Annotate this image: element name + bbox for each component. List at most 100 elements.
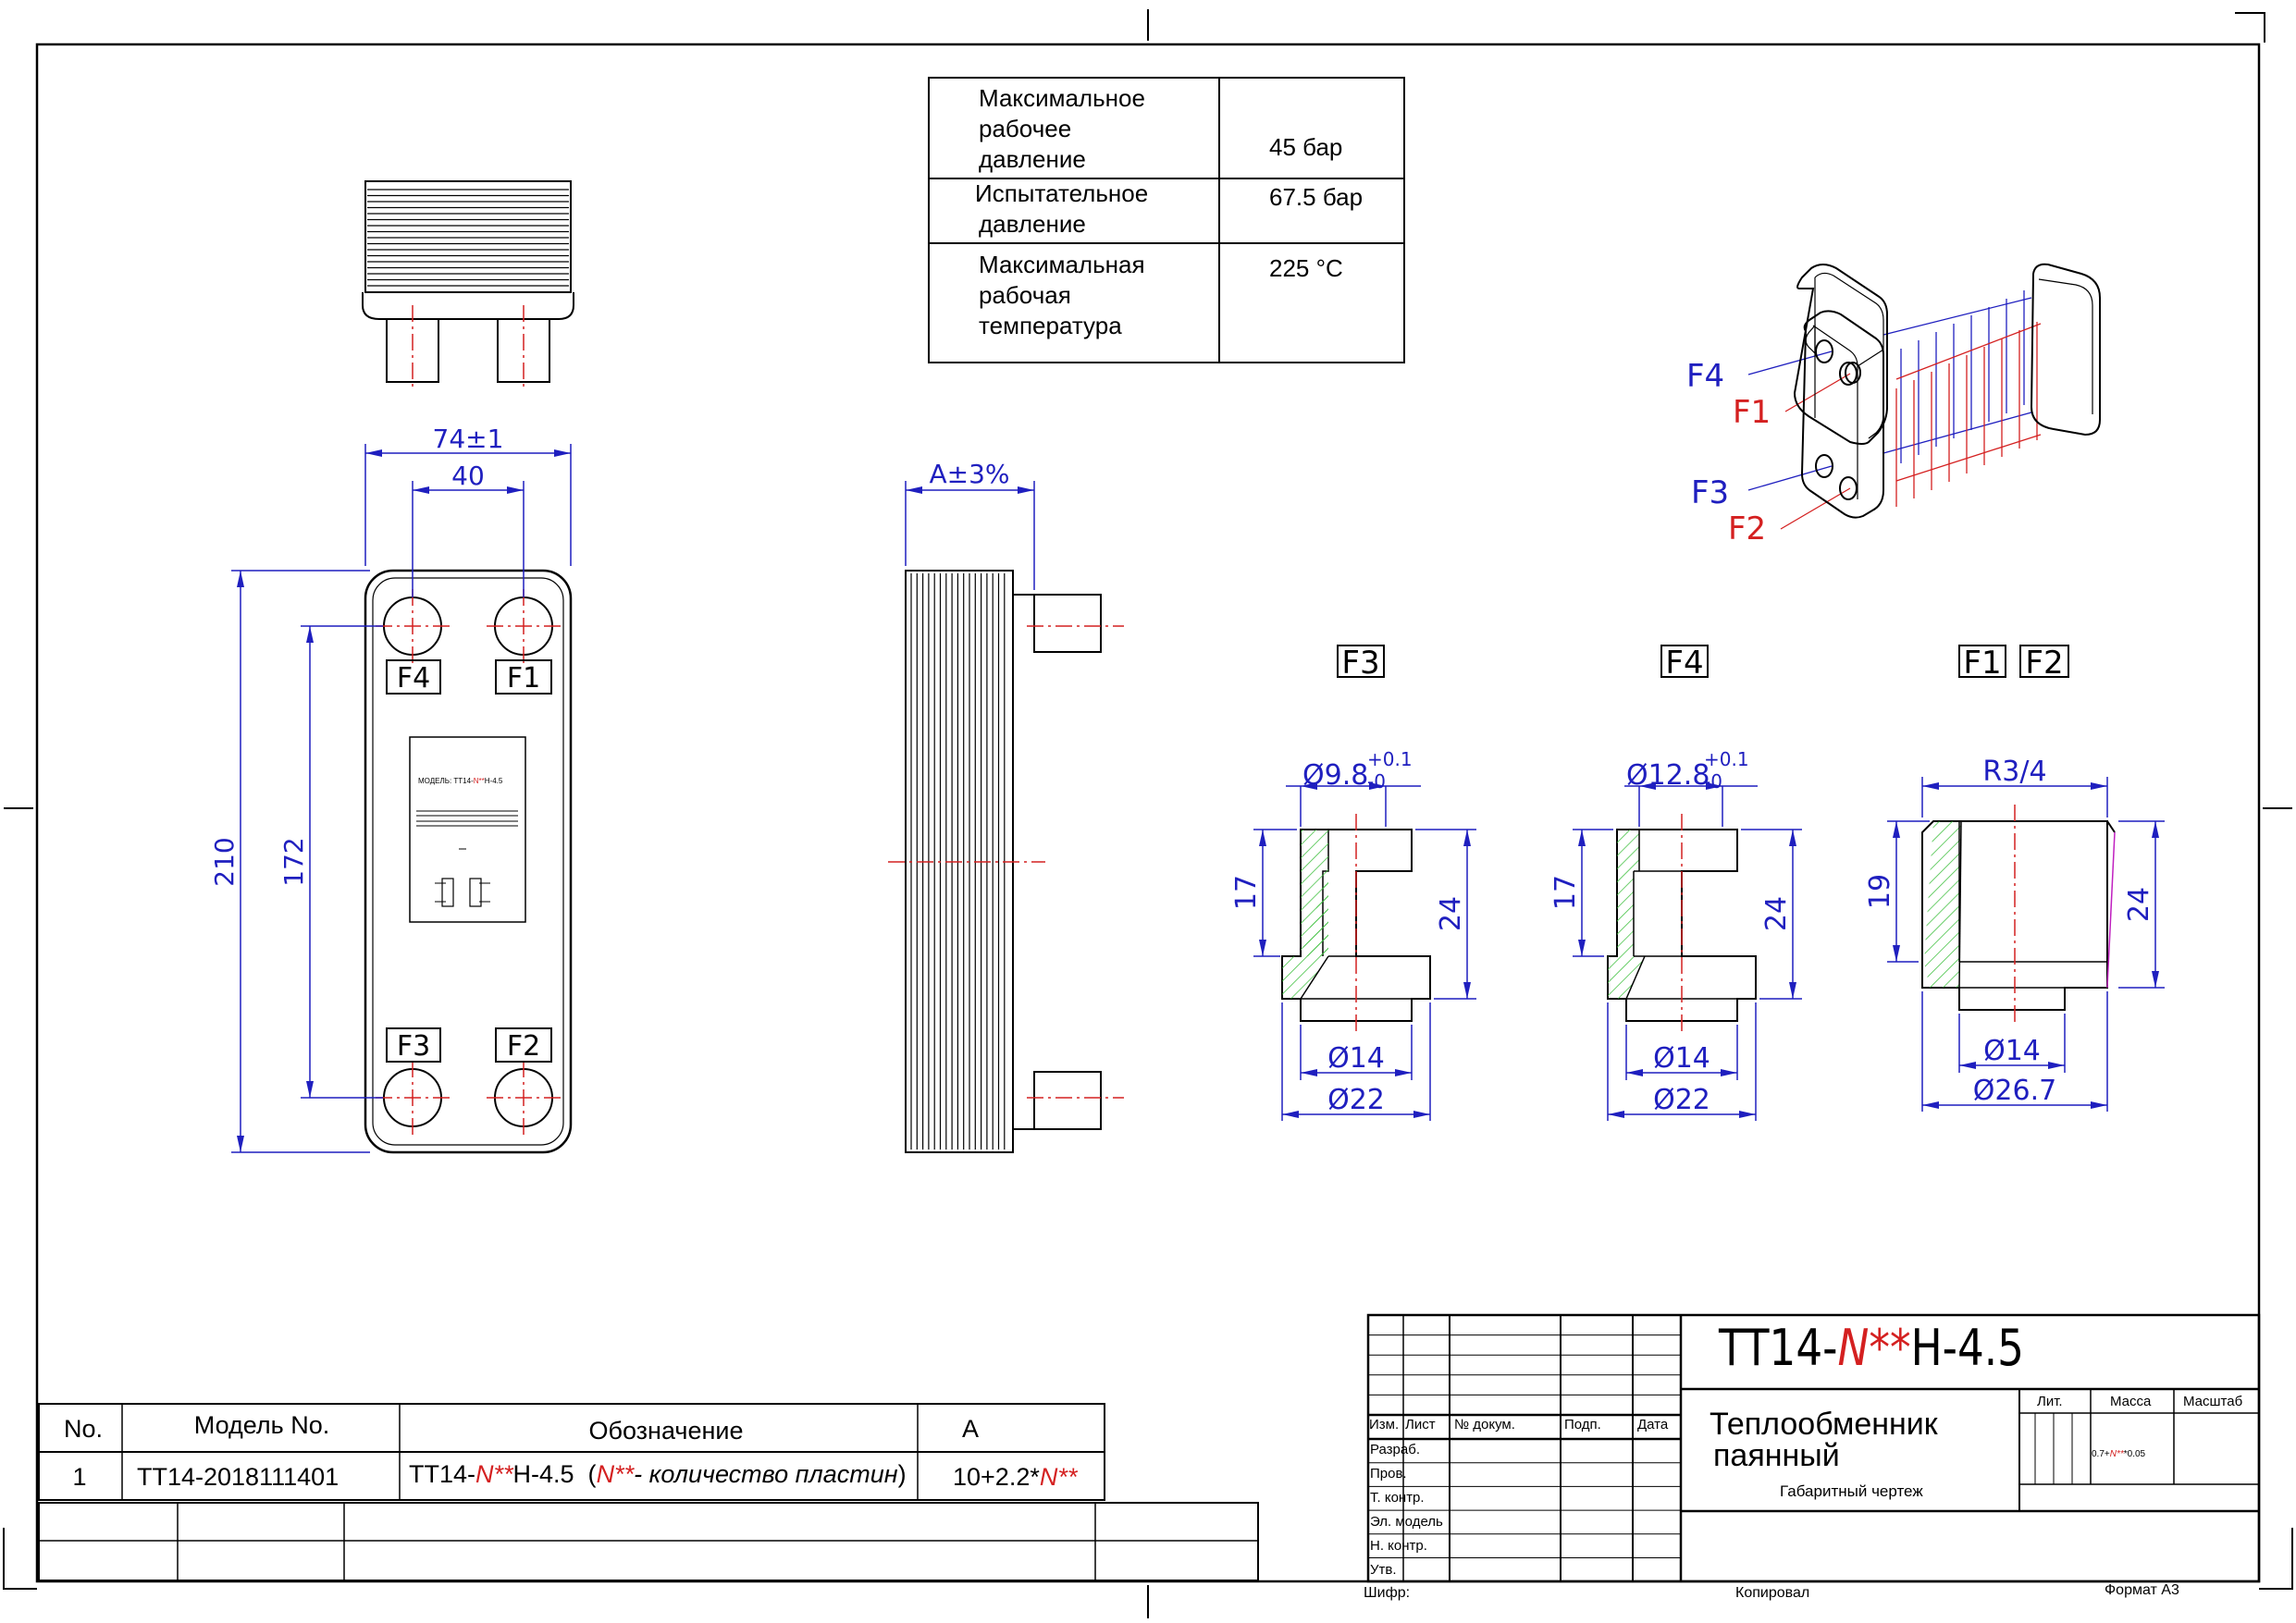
row-tkontr: Т. контр. (1370, 1490, 1425, 1506)
iso-plate-lines (1747, 290, 2042, 530)
designation-close: ) (898, 1460, 907, 1488)
spec-label-line: рабочая (979, 281, 1071, 309)
iso-blue-edge (1882, 412, 2032, 454)
conn-tag-f3: F3 (1341, 645, 1379, 682)
parts-header-model: Модель No. (194, 1411, 329, 1439)
dim-port-height: 172 (278, 837, 309, 886)
designation-n: N** (475, 1460, 514, 1488)
iso-red-edge (1895, 434, 2042, 482)
iso-label-f1: F1 (1733, 394, 1771, 431)
format-label: Формат А3 (2105, 1582, 2179, 1598)
mass-value-n: N** (2110, 1449, 2125, 1459)
title-designation-n: N** (1837, 1319, 1910, 1377)
conn-f4-tol-plus: +0.1 (1704, 748, 1749, 770)
iso-red-edge (1895, 323, 2042, 380)
parts-table: No. Модель No. Обозначение A 1 TT14-2018… (38, 1403, 1259, 1581)
iso-label-f2: F2 (1728, 510, 1766, 547)
parts-cell-no: 1 (72, 1463, 86, 1491)
spec-label-line: Испытательное (975, 179, 1148, 207)
spec-label-line: давление (979, 210, 1086, 238)
title-block-grid (1368, 1334, 1681, 1558)
spec-label-line: Максимальное (979, 84, 1145, 112)
sheet-frame (3, 9, 2293, 1618)
iso-red-lead (1780, 487, 1851, 530)
col-list: Лист (1405, 1417, 1436, 1432)
svg-text:МОДЕЛЬ: TT14-N**H-4.5: МОДЕЛЬ: TT14-N**H-4.5 (418, 777, 503, 785)
title-name-line1: Теплообменник (1710, 1407, 1939, 1442)
cipher-label: Шифр: (1364, 1585, 1410, 1601)
port-label-f3: F3 (397, 1030, 430, 1063)
conn-f4-h-right: 24 (1760, 896, 1793, 931)
conn-f3-tol-minus: -0 (1367, 770, 1386, 793)
mass-value-pre: 0.7+ (2092, 1449, 2110, 1459)
iso-label-f3: F3 (1691, 474, 1729, 511)
title-designation: TT14-N**H-4.5 (1718, 1319, 2024, 1377)
conn-f12-h-left: 19 (1864, 874, 1896, 909)
mass-label: Масса (2110, 1394, 2152, 1409)
conn-f3-h-right: 24 (1435, 896, 1467, 931)
conn-tag-f4: F4 (1665, 645, 1703, 682)
nameplate-model-n: N** (474, 777, 485, 785)
nameplate: МОДЕЛЬ: TT14-N**H-4.5 (409, 736, 526, 923)
conn-f3-d-inner: Ø14 (1327, 1042, 1385, 1075)
port-label-f2: F2 (507, 1030, 540, 1063)
conn-f12-thread: R3/4 (1982, 756, 2046, 788)
lit-label: Лит. (2037, 1394, 2063, 1409)
top-view-ribs (367, 189, 569, 287)
top-view (362, 180, 574, 388)
iso-blue-edge (1882, 297, 2032, 336)
copied-label: Копировал (1735, 1585, 1809, 1601)
iso-red-lead (1784, 373, 1851, 412)
a-n: N** (1040, 1463, 1079, 1491)
parts-cell-designation: TT14-N**H-4.5 (N**- количество пластин) (409, 1460, 907, 1488)
nameplate-model-prefix: МОДЕЛЬ: TT14- (418, 777, 474, 785)
dim-width: 74±1 (433, 424, 504, 454)
iso-blue-lead (1747, 350, 1833, 375)
spec-table: Максимальное рабочее давление 45 бар Исп… (928, 77, 1405, 363)
conn-f12-d-outer: Ø26.7 (1973, 1075, 2056, 1107)
col-date: Дата (1637, 1417, 1669, 1432)
col-sign: Подп. (1564, 1417, 1601, 1432)
front-view: F4 F1 F3 F2 МОДЕЛЬ: TT14-N**H-4.5 (209, 424, 573, 1154)
conn-f12-h-right: 24 (2123, 887, 2155, 922)
parts-header-a: A (962, 1415, 979, 1443)
spec-label-line: Максимальная (979, 251, 1145, 278)
mass-value: 0.7+N***0.05 (2092, 1449, 2146, 1459)
spec-value: 67.5 бар (1269, 183, 1363, 211)
title-designation-post: H-4.5 (1911, 1319, 2024, 1377)
designation-post: H-4.5 ( (513, 1460, 597, 1488)
row-utv: Утв. (1370, 1562, 1397, 1578)
side-view: A±3% (888, 459, 1124, 1153)
conn-f3-h-left: 17 (1230, 875, 1263, 910)
title-designation-pre: TT14- (1718, 1319, 1837, 1377)
conn-f4-h-left: 17 (1549, 875, 1582, 910)
conn-f4-tol-minus: -0 (1704, 770, 1722, 793)
parts-cell-model: TT14-2018111401 (137, 1463, 339, 1491)
iso-labels: F4 F1 F3 F2 (1686, 358, 1771, 547)
conn-f3-tol-plus: +0.1 (1367, 748, 1413, 770)
connection-f4: F4 Ø12.8 +0.1 (1549, 645, 1802, 1121)
title-name-line2: паянный (1713, 1438, 1840, 1473)
spec-label-line: давление (979, 145, 1086, 173)
dim-port-spacing: 40 (451, 461, 485, 491)
col-doc: № докум. (1454, 1417, 1515, 1432)
iso-view (1747, 264, 2042, 530)
parts-header-designation: Обозначение (589, 1417, 744, 1445)
dim-height: 210 (209, 837, 240, 886)
spec-value: 45 бар (1269, 133, 1342, 161)
conn-f12-d-inner: Ø14 (1983, 1035, 2041, 1067)
mass-value-post: *0.05 (2124, 1449, 2146, 1459)
designation-n2: N** (597, 1460, 636, 1488)
row-nkontr: Н. контр. (1370, 1538, 1427, 1554)
row-razrab: Разраб. (1370, 1442, 1420, 1457)
spec-label-line: температура (979, 312, 1122, 339)
designation-pre: TT14- (409, 1460, 475, 1488)
conn-f4-d-outer: Ø22 (1653, 1084, 1710, 1116)
title-doc-type: Габаритный чертеж (1780, 1482, 1923, 1500)
parts-cell-a: 10+2.2*N** (953, 1463, 1079, 1491)
port-label-f4: F4 (397, 662, 430, 695)
col-izm: Изм. (1369, 1417, 1399, 1432)
title-block: TT14-N**H-4.5 Теплообменник паянный Габа… (1364, 1313, 2261, 1601)
conn-f4-d-inner: Ø14 (1653, 1042, 1710, 1075)
